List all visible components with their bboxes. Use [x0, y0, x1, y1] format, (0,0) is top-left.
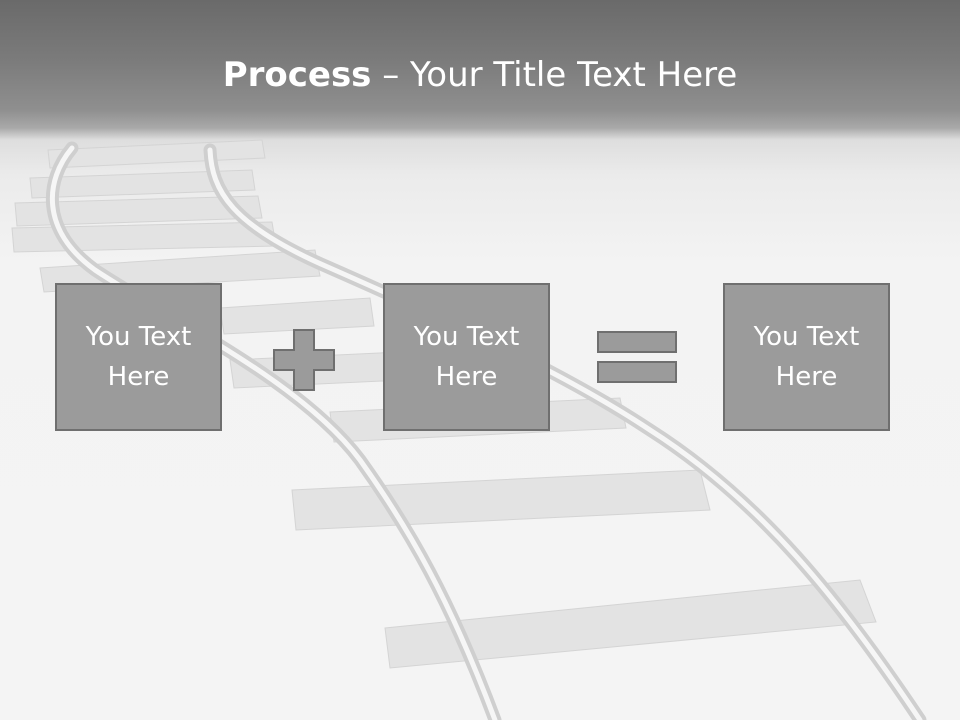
- plus-icon: [273, 329, 335, 391]
- text-box-2[interactable]: You Text Here: [383, 283, 550, 431]
- title-bold-text: Process: [222, 55, 372, 95]
- text-box-1[interactable]: You Text Here: [55, 283, 222, 431]
- title-regular-text: – Your Title Text Here: [371, 55, 738, 95]
- text-box-2-label: You Text Here: [413, 322, 520, 392]
- text-box-1-label: You Text Here: [85, 322, 192, 392]
- text-box-3[interactable]: You Text Here: [723, 283, 890, 431]
- slide-title: Process – Your Title Text Here: [0, 52, 960, 98]
- equals-icon: [597, 331, 677, 383]
- text-box-3-label: You Text Here: [753, 322, 860, 392]
